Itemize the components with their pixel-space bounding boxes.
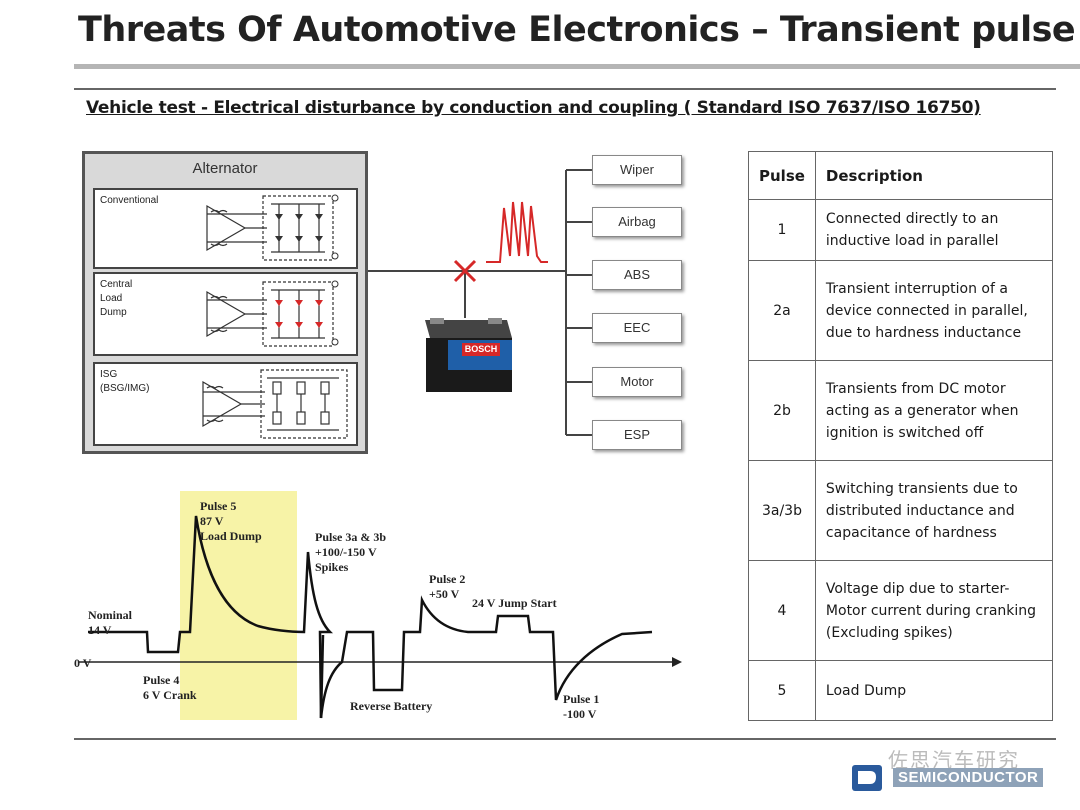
alternator-panel-conventional: Conventional bbox=[93, 188, 358, 269]
pulse-description: Switching transients due to distributed … bbox=[814, 460, 1054, 561]
alternator-panel-isg: ISG (BSG/IMG) bbox=[93, 362, 358, 446]
jump-start-label: 24 V Jump Start bbox=[472, 596, 557, 610]
company-logo-icon bbox=[852, 765, 882, 791]
table-row: 3a/3b Switching transients due to distri… bbox=[748, 460, 1054, 561]
pulse-description: Load Dump bbox=[814, 660, 1054, 721]
pulse-description-table: Pulse Description 1 Connected directly t… bbox=[748, 151, 1054, 721]
footer-divider bbox=[74, 738, 1056, 740]
slide-subtitle: Vehicle test - Electrical disturbance by… bbox=[86, 98, 981, 118]
load-wiper: Wiper bbox=[592, 155, 682, 185]
pulse-id: 3a/3b bbox=[748, 460, 816, 561]
table-row: 2b Transients from DC motor acting as a … bbox=[748, 360, 1054, 461]
pulse-description: Transients from DC motor acting as a gen… bbox=[814, 360, 1054, 461]
pulse-description: Connected directly to an inductive load … bbox=[814, 199, 1054, 261]
pulse-description: Transient interruption of a device conne… bbox=[814, 260, 1054, 361]
panel-label: ISG (BSG/IMG) bbox=[100, 369, 150, 394]
pulse4-label: Pulse 4 6 V Crank bbox=[143, 673, 197, 702]
watermark-text: 佐思汽车研究 bbox=[888, 750, 1020, 772]
mosfet-schematic bbox=[202, 369, 348, 439]
load-airbag: Airbag bbox=[592, 207, 682, 237]
nominal-label: Nominal 14 V bbox=[88, 608, 133, 637]
pulse-id: 5 bbox=[748, 660, 816, 721]
load-abs: ABS bbox=[592, 260, 682, 290]
table-header-row: Pulse Description bbox=[748, 151, 1054, 200]
pulse-description: Voltage dip due to starter-Motor current… bbox=[814, 560, 1054, 661]
slide-title: Threats Of Automotive Electronics – Tran… bbox=[78, 10, 1076, 50]
table-row: 1 Connected directly to an inductive loa… bbox=[748, 199, 1054, 261]
panel-label: Central Load Dump bbox=[100, 279, 133, 318]
load-esp: ESP bbox=[592, 420, 682, 450]
alternator-panel-central-load-dump: Central Load Dump bbox=[93, 272, 358, 356]
pulse2-label: Pulse 2 +50 V bbox=[429, 572, 466, 601]
pulse3-label: Pulse 3a & 3b +100/-150 V Spikes bbox=[315, 530, 387, 574]
subtitle-divider bbox=[74, 88, 1056, 90]
pulse-id: 2b bbox=[748, 360, 816, 461]
load-motor: Motor bbox=[592, 367, 682, 397]
title-divider bbox=[74, 64, 1080, 69]
battery-brand-label: BOSCH bbox=[464, 344, 498, 354]
table-row: 5 Load Dump bbox=[748, 660, 1054, 721]
pulse5-label: Pulse 5 87 V Load Dump bbox=[200, 499, 262, 543]
zero-volt-label: 0 V bbox=[74, 656, 92, 670]
alternator-block: Alternator Conventional Central Load Dum… bbox=[82, 151, 368, 454]
rectifier-schematic bbox=[206, 280, 339, 347]
header-description: Description bbox=[814, 151, 1054, 200]
alternator-title: Alternator bbox=[192, 160, 258, 177]
panel-label: Conventional bbox=[100, 195, 159, 206]
axis-arrow-icon bbox=[672, 657, 682, 667]
load-eec: EEC bbox=[592, 313, 682, 343]
rectifier-schematic bbox=[206, 194, 339, 261]
pulse1-label: Pulse 1 -100 V bbox=[563, 692, 600, 721]
company-name: SEMICONDUCTOR bbox=[893, 768, 1044, 787]
reverse-battery-label: Reverse Battery bbox=[350, 699, 433, 713]
table-row: 4 Voltage dip due to starter-Motor curre… bbox=[748, 560, 1054, 661]
